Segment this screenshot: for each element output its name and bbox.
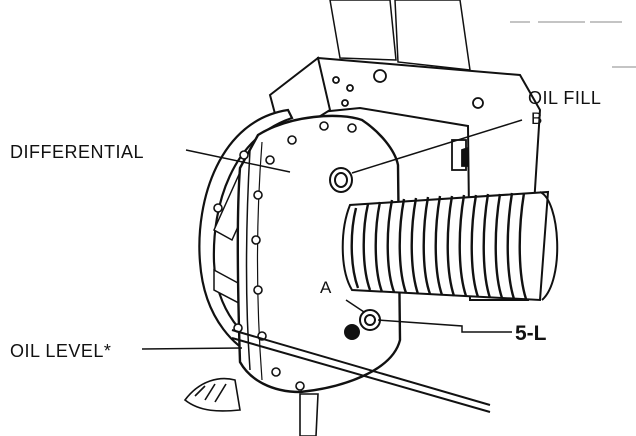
- leader-5l: [377, 319, 512, 333]
- oil-fill-port: [329, 167, 353, 193]
- leader-lines: [141, 119, 523, 350]
- label-a: A: [320, 278, 332, 297]
- leader-oil-fill: [351, 119, 523, 174]
- lower-tine: [183, 377, 241, 412]
- frame-bolts: [332, 69, 484, 109]
- label-differential: DIFFERENTIAL: [10, 142, 144, 162]
- housing-bolts: [213, 121, 357, 391]
- shaft-boot: [341, 190, 559, 302]
- leader-differential: [185, 149, 291, 173]
- lower-leg: [299, 393, 319, 436]
- axle-rod: [231, 329, 491, 413]
- scan-marks: [510, 21, 636, 68]
- oil-level-plug: [344, 309, 381, 340]
- label-oil-level: OIL LEVEL*: [10, 341, 111, 361]
- leader-a: [345, 299, 365, 313]
- side-bracket: [451, 139, 469, 171]
- label-b: B: [531, 109, 542, 128]
- leader-oil-level: [141, 347, 243, 350]
- label-oil-fill: OIL FILL: [528, 88, 601, 108]
- label-figure-ref: 5-L: [515, 322, 547, 345]
